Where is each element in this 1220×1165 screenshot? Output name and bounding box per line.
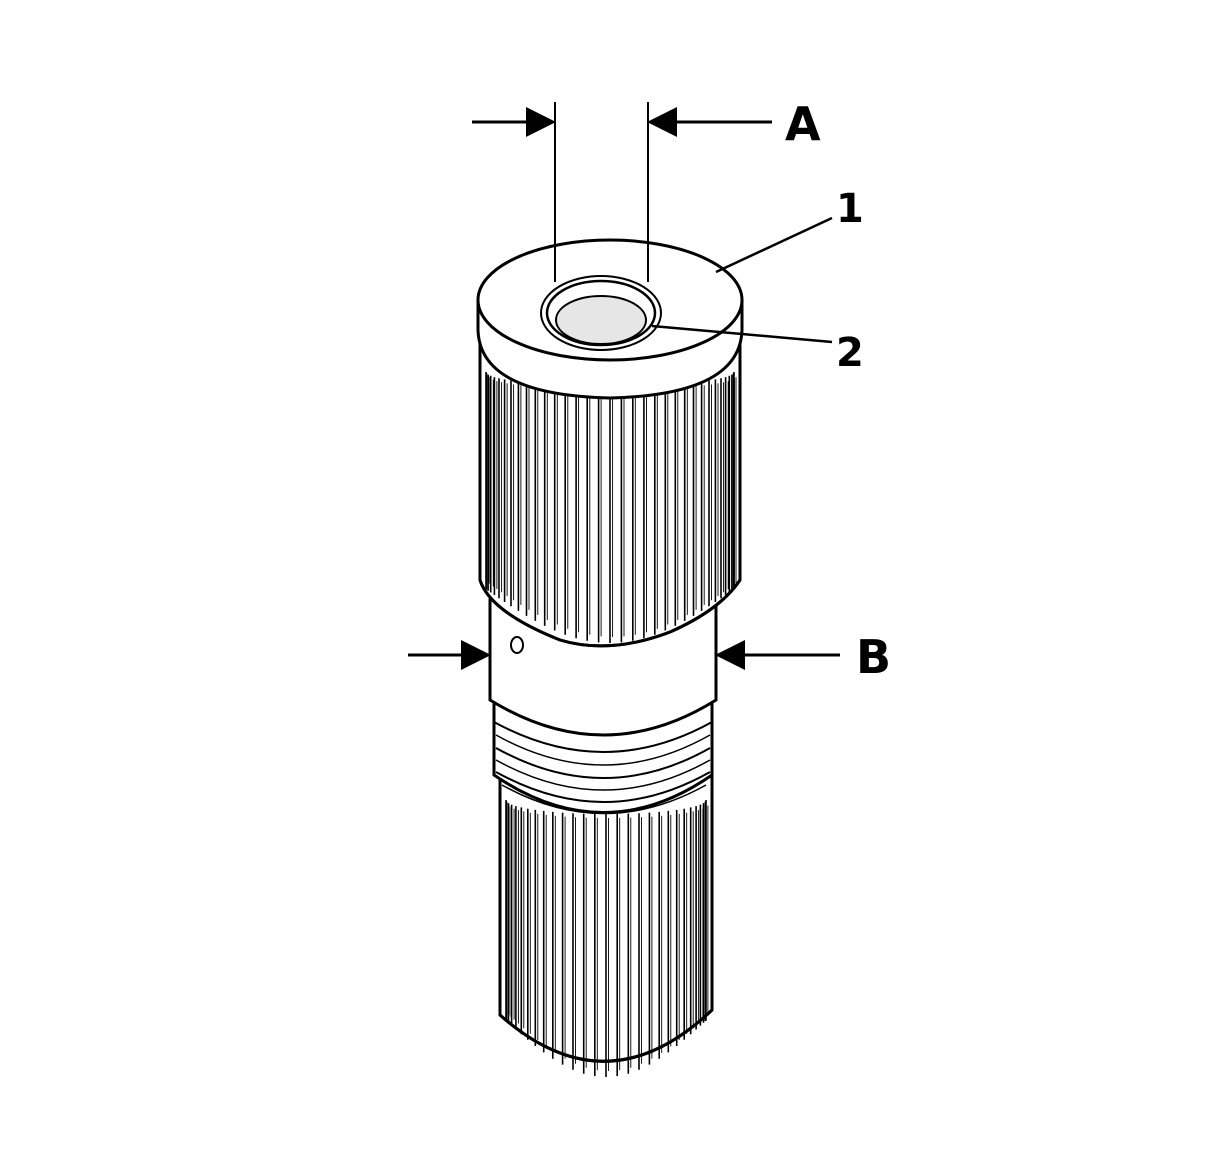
callout-1: 1: [715, 186, 864, 274]
dimension-a: A: [472, 97, 821, 282]
dim-b-label: B: [856, 630, 891, 684]
upper-spline-bottom-edge: [478, 579, 742, 648]
callout-2-label: 2: [836, 330, 864, 376]
dim-a-label: A: [785, 97, 821, 151]
oil-hole: [510, 636, 524, 654]
callout-2: 2: [651, 324, 864, 376]
groove-line-1: [493, 721, 713, 753]
top-face: [476, 238, 744, 400]
callout-2-leader: [651, 324, 833, 344]
groove-line-4: [495, 759, 711, 791]
callout-1-label: 1: [836, 186, 864, 232]
groove-line-5: [495, 771, 711, 803]
callout-1-leader: [715, 216, 833, 274]
lower-spline-body: [498, 768, 714, 1077]
upper-spline-teeth: [485, 372, 737, 643]
lower-spline-teeth: [505, 800, 709, 1077]
bore-opening: [555, 295, 647, 345]
lower-spline-bottom-edge: [499, 1008, 714, 1063]
upper-spline-body: [478, 333, 742, 648]
groove-line-3: [495, 747, 711, 779]
groove-line-2: [495, 734, 711, 766]
dimension-b: B: [408, 630, 891, 684]
groove-line-6: [501, 784, 707, 815]
